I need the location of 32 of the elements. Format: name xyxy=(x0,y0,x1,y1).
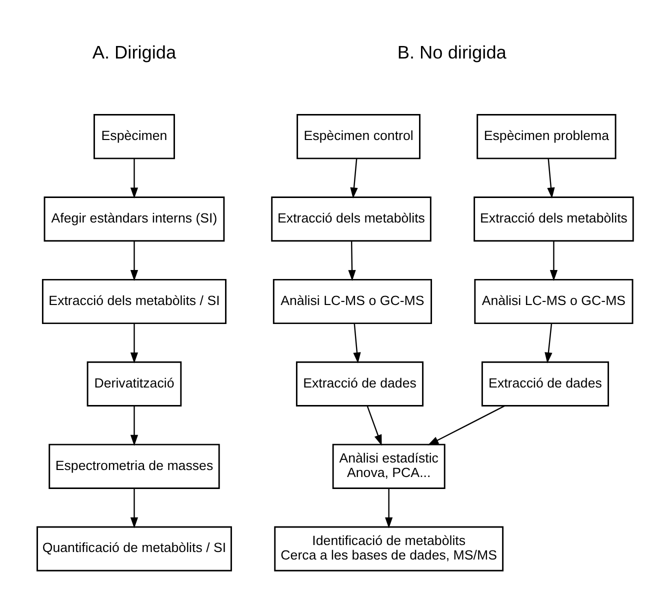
arrow xyxy=(385,488,393,528)
node-box: Afegir estàndars interns (SI) xyxy=(44,196,225,242)
node-box: Anàlisi LC-MS o GC-MS xyxy=(474,278,634,324)
arrow xyxy=(348,241,356,281)
node-box: Espectrometria de masses xyxy=(48,444,220,489)
node-box: Espècimen problema xyxy=(476,114,616,160)
node-box: Extracció dels metabòlits xyxy=(474,196,634,242)
arrow xyxy=(130,158,138,199)
node-box: Espècimen xyxy=(94,114,175,160)
arrow xyxy=(428,405,505,446)
node-box: Extracció dels metabòlits xyxy=(271,196,432,242)
label: A. Dirigida xyxy=(92,42,176,62)
arrow xyxy=(544,324,552,364)
node-box: Anàlisi LC-MS o GC-MS xyxy=(272,278,432,324)
label: B. No dirigida xyxy=(397,42,506,62)
arrow xyxy=(130,488,138,528)
node-box: Identificació de metabòlits Cerca a les bases de dades, MS/MS xyxy=(274,526,504,572)
node-box: Extracció de dades xyxy=(481,361,610,406)
arrow xyxy=(366,406,382,446)
arrow xyxy=(130,406,138,446)
node-box: Extracció dels metabòlits / SI xyxy=(42,278,226,324)
arrow xyxy=(550,241,558,281)
node-box: Espècimen control xyxy=(296,114,420,160)
arrow xyxy=(130,241,138,281)
arrow xyxy=(353,324,361,364)
arrow xyxy=(130,324,138,364)
node-box: Extracció de dades xyxy=(296,361,424,406)
arrow xyxy=(350,158,358,198)
node-box: Anàlisi estadístic Anova, PCA... xyxy=(332,444,446,489)
node-box: Quantificació de metabòlits / SI xyxy=(36,526,232,572)
arrow xyxy=(547,158,555,198)
node-box: Derivatització xyxy=(86,361,182,406)
